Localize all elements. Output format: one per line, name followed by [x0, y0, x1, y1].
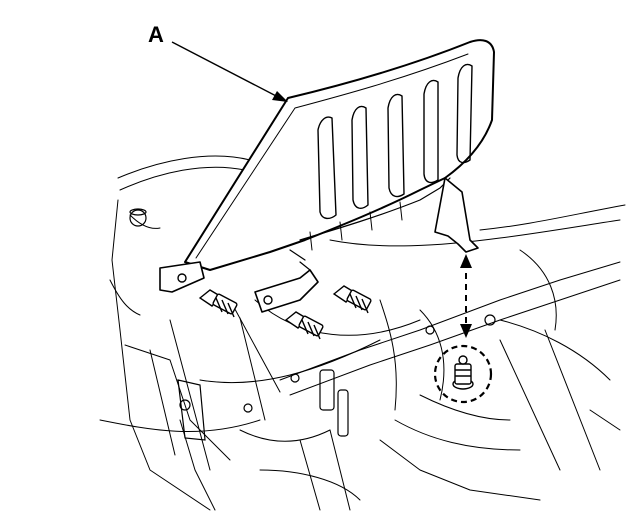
cover-plate-ribs [317, 63, 473, 220]
cover-plate-outline [184, 39, 495, 271]
clip-highlight-circle [433, 344, 493, 404]
alignment-arrow [460, 254, 472, 338]
callout-label-a: A [148, 22, 164, 47]
bolt-2 [284, 311, 324, 340]
background-details [129, 208, 496, 441]
clip-fastener [452, 355, 474, 390]
cover-plate-a [159, 39, 495, 313]
callout-a-leader [171, 41, 288, 102]
right-bracket [434, 177, 479, 253]
bolt-3 [332, 285, 372, 314]
cover-plate-inner-edge [195, 53, 469, 259]
lower-mounting-tab [254, 269, 319, 313]
engine-bay-linework [99, 155, 626, 511]
bolt-1 [198, 289, 238, 318]
